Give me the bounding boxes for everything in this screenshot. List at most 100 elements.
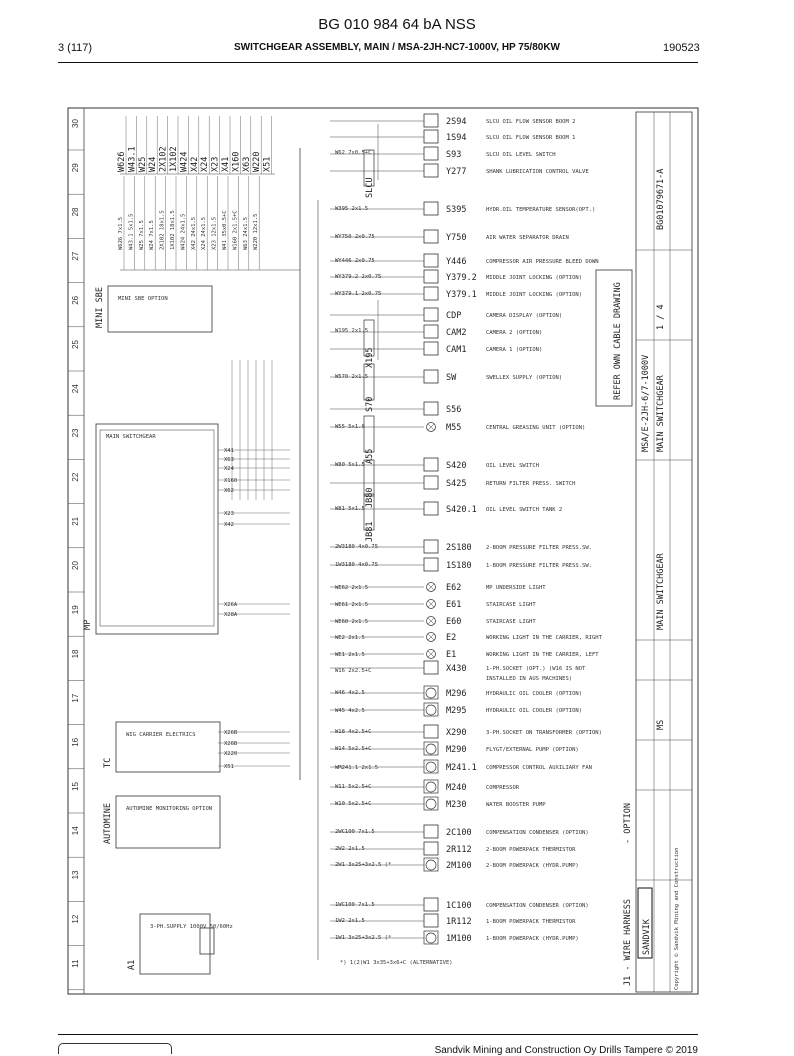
component-box [423,824,439,839]
left-block-text: MAIN SWITCHGEAR [106,434,156,440]
motor-symbol [425,859,437,871]
connector-label: A55 [365,449,375,464]
component-box [423,475,439,490]
ruler-number: 11 [71,959,80,968]
component-code: S420.1 [446,505,477,515]
component-description: RETURN FILTER PRESS. SWITCH [486,481,575,487]
footer-rule [58,1034,698,1035]
ruler-number: 21 [71,516,80,525]
component-description: AIR WATER SEPARATOR DRAIN [486,235,569,241]
title-doc-number: BG01079671-A [656,169,666,230]
feed-cable-label: WE2 2x1.5 [335,635,365,641]
ruler-number: 25 [71,340,80,349]
component-description: STAIRCASE LIGHT [486,619,536,625]
title-brand: SANDVIK [642,918,652,955]
title-main: MAIN SWITCHGEAR [656,552,666,630]
title-copyright: Copyright © Sandvik Mining and Construct… [674,848,680,990]
feed-cable-label: 1W2 2x1.5 [335,918,365,924]
top-wire-label: X63 [242,157,252,172]
component-code: 1M100 [446,934,472,944]
feed-cable-label: W10 5x2.5+C [335,801,371,807]
feed-cable-label: W11 5x2.5+C [335,784,371,790]
feed-cable-label: 2WC100 7x1.5 [335,829,375,835]
component-code: X430 [446,664,466,674]
component-description: CAMERA 1 (OPTION) [486,347,542,353]
feed-cable-label: WM241.1 2x1.5 [335,765,378,771]
component-description: COMPENSATION CONDENSER (OPTION) [486,903,589,909]
feed-cable-label: WY750 2x0.75 [335,234,375,240]
feed-cable-label: 2W1 3x25+3x2.5 (* [335,862,391,868]
component-box [423,269,439,284]
title-harness: J1 - WIRE HARNESS [623,899,633,986]
footnote: *) 1(2)W1 3x35+3x6+C (ALTERNATIVE) [340,960,453,966]
lamp-symbol [426,649,436,659]
motor-box [423,930,439,945]
ruler-number: 16 [71,737,80,746]
component-description: WORKING LIGHT IN THE CARRIER, RIGHT [486,635,603,641]
mp-terminal-label: X24 [224,466,235,472]
feed-cable-label: 1W1 3x25+3x2.5 (* [335,935,391,941]
lamp-cross [427,423,435,431]
motor-symbol [425,704,437,716]
top-wire-label: X42 [190,157,200,172]
lamp-symbol [426,616,436,626]
left-block [139,913,211,975]
component-code: CDP [446,311,461,321]
mp-inner-box [99,429,215,627]
component-code: Y446 [446,257,466,267]
top-wire-label: W43.1 [127,146,137,172]
component-code: E60 [446,617,461,627]
feed-cable-label: WE1 2x1.5 [335,652,365,658]
title-name: MAIN SWITCHGEAR [656,374,666,452]
component-description: SWELLEX SUPPLY (OPTION) [486,375,562,381]
lamp-cross [427,633,435,641]
component-box [423,501,439,516]
sandvik-logo-box [637,887,653,959]
feed-cable-label: 2W2 2x1.5 [335,846,365,852]
connector-label: SLCU [365,178,375,198]
mp-terminal-label: X62 [224,488,234,494]
component-code: M296 [446,689,466,699]
top-wire-label: 2X102 [159,146,169,172]
refer-note: REFER OWN CABLE DRAWING [613,282,623,400]
feed-cable-label: WE60 2x1.5 [335,619,368,625]
motor-box [423,685,439,700]
feed-cable-label: W62 7x0.5+C [335,150,371,156]
component-box [423,129,439,144]
component-code: M55 [446,423,461,433]
ruler-number: 12 [71,914,80,923]
component-description: MIDDLE JOINT LOCKING (OPTION) [486,292,582,298]
component-description: MP UNDERSIDE LIGHT [486,585,546,591]
component-description: 1-BOOM POWERPACK THERMISTOR [486,919,576,925]
component-code: S395 [446,205,466,215]
top-wire-label: X24 [200,157,210,172]
left-block-text: WIG CARRIER ELECTRICS [126,732,196,738]
component-description: 3-PH.SOCKET ON TRANSFORMER (OPTION) [486,730,602,736]
component-description: FLYGT/EXTERNAL PUMP (OPTION) [486,747,579,753]
feed-cable-label: W570 2x1.5 [335,374,368,380]
left-block-text: MINI SBE OPTION [118,296,168,302]
feed-cable-label: WY379.1 2x0.75 [335,291,381,297]
component-code: E61 [446,600,461,610]
component-box [423,660,439,675]
connector-label: X195 [365,348,375,368]
top-wire-label: X41 [221,157,231,172]
cable-spec-label: W25 7x1.5 [139,220,145,250]
component-box [423,369,439,384]
mp-terminal-label: X26B [224,730,238,736]
lamp-symbol [426,422,436,432]
top-wire-label: X160 [231,152,241,172]
component-box [423,307,439,322]
component-code: 1S94 [446,133,466,143]
left-block-label: MINI SBE [95,287,105,328]
top-wire-label: X51 [263,157,273,172]
motor-symbol [425,687,437,699]
component-code: SW [446,373,457,383]
title-block [635,111,693,993]
component-code: M240 [446,783,466,793]
feed-cable-label: WE61 2x1.5 [335,602,368,608]
component-description: COMPRESSOR CONTROL AUXILIARY FAN [486,765,592,771]
component-description: COMPRESSOR AIR PRESSURE BLEED DOWN [486,259,599,265]
top-wire-label: W220 [252,152,262,172]
component-code: M290 [446,745,466,755]
